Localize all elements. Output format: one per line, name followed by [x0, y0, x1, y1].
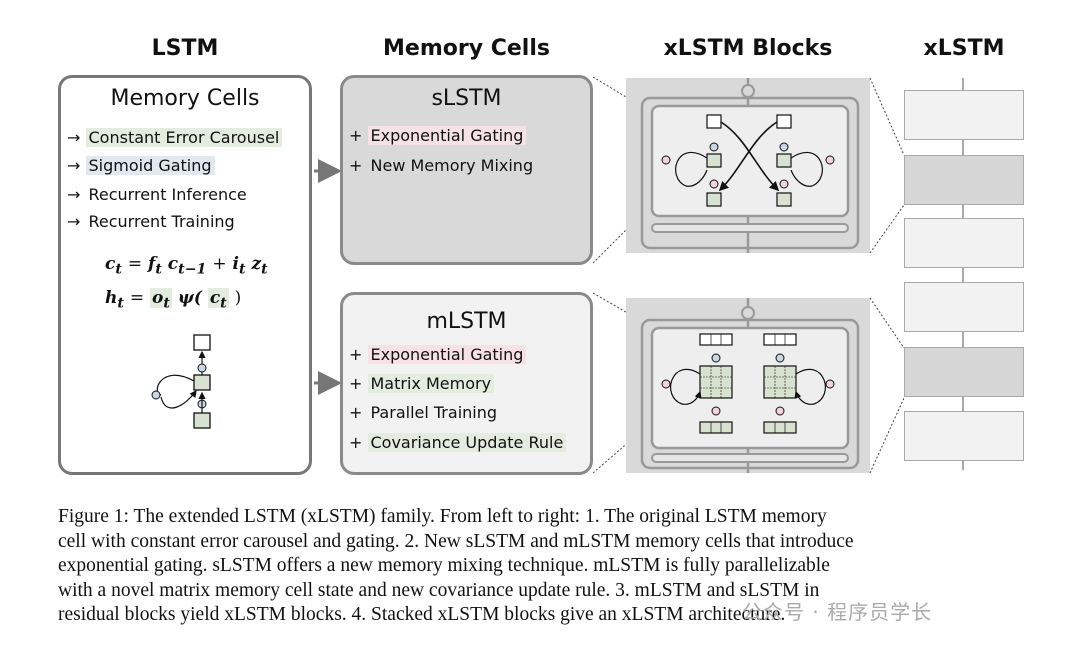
mlstm-feature-exponential-gating: + Exponential Gating	[349, 345, 527, 364]
slstm-panel: sLSTM + Exponential Gating + New Memory …	[340, 75, 593, 265]
stack-block-6	[904, 411, 1024, 461]
caption-line: exponential gating. sLSTM offers a new m…	[58, 555, 830, 576]
mlstm-panel: mLSTM + Exponential Gating + Matrix Memo…	[340, 292, 593, 475]
mlstm-feature-matrix-memory: + Matrix Memory	[349, 374, 495, 393]
slstm-panel-title: sLSTM	[431, 86, 502, 111]
mlstm-feature-parallel-training: + Parallel Training	[349, 403, 498, 422]
stack-block-4	[904, 282, 1024, 332]
cell-state-node	[193, 374, 211, 391]
mlstm-block	[626, 298, 870, 473]
stack-block-1	[904, 90, 1024, 140]
output-node	[193, 334, 211, 351]
caption-line: residual blocks yield xLSTM blocks. 4. S…	[58, 604, 786, 625]
lstm-bullet-recurrent-inference: → Recurrent Inference	[67, 185, 247, 204]
column-title-xlstm: xLSTM	[923, 36, 1005, 61]
caption-line: with a novel matrix memory cell state an…	[58, 579, 820, 601]
stack-backbone-line	[962, 78, 964, 470]
watermark: 公众号 · 程序员学长	[742, 600, 933, 624]
mlstm-cell-inner	[650, 326, 850, 450]
caption-line: cell with constant error carousel and ga…	[58, 530, 854, 552]
block-to-stack-zoom-lines	[869, 78, 905, 474]
cell-to-block-zoom-lines	[593, 76, 632, 474]
lstm-bullet-recurrent-training: → Recurrent Training	[67, 212, 235, 231]
hidden-state-formula: ht = ot ψ( ct )	[105, 288, 242, 312]
column-title-xlstm-blocks: xLSTM Blocks	[663, 36, 833, 61]
lstm-to-cells-arrows	[314, 159, 342, 395]
lstm-memory-cell-panel: Memory Cells → Constant Error Carousel →…	[58, 75, 312, 475]
cell-state-formula: ct = ft ct−1 + it zt	[105, 254, 268, 278]
slstm-block	[626, 78, 870, 253]
figure-caption: Figure 1: The extended LSTM (xLSTM) fami…	[58, 505, 1026, 628]
stack-block-3	[904, 218, 1024, 268]
caption-line: Figure 1: The extended LSTM (xLSTM) fami…	[58, 506, 827, 527]
lstm-bullet-constant-error-carousel: → Constant Error Carousel	[67, 128, 283, 147]
gate-icon	[197, 363, 207, 373]
lstm-panel-title: Memory Cells	[110, 86, 260, 111]
lstm-cell-schematic	[151, 334, 211, 429]
column-title-lstm: LSTM	[151, 36, 219, 61]
residual-add-icon	[741, 306, 755, 320]
stack-block-2	[904, 155, 1024, 205]
residual-add-icon	[741, 84, 755, 98]
stack-block-5	[904, 347, 1024, 397]
column-title-memory-cells: Memory Cells	[383, 36, 550, 61]
slstm-cell-inner	[650, 104, 850, 218]
mlstm-feature-covariance-update-rule: + Covariance Update Rule	[349, 433, 567, 452]
lstm-bullet-sigmoid-gating: → Sigmoid Gating	[67, 156, 215, 175]
input-node	[193, 412, 211, 429]
slstm-feature-exponential-gating: + Exponential Gating	[349, 126, 527, 145]
mlstm-panel-title: mLSTM	[426, 309, 507, 334]
slstm-feature-new-memory-mixing: + New Memory Mixing	[349, 156, 534, 175]
forget-gate-icon	[151, 390, 161, 400]
